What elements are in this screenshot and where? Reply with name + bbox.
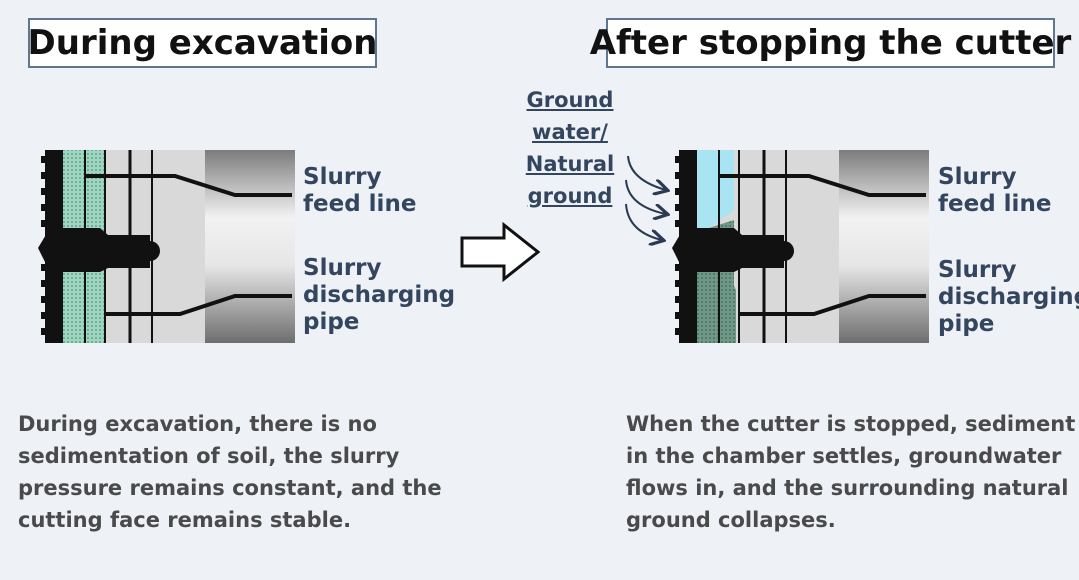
discharge-line xyxy=(105,294,292,316)
cutter-teeth xyxy=(41,156,46,335)
ground-water-label: Ground water/ Natural ground xyxy=(525,88,615,208)
diagram-after-stopping xyxy=(672,150,929,343)
title-after-stopping: After stopping the cutter xyxy=(590,18,1071,68)
cutter-head xyxy=(38,228,150,272)
right-description: When the cutter is stopped, sediment in … xyxy=(626,412,1076,532)
cutter-head xyxy=(672,228,784,272)
inflow-arrows-icon xyxy=(625,155,672,250)
left-discharge-label: Slurry discharging pipe xyxy=(303,255,456,335)
discharge-line xyxy=(739,294,926,316)
pipe-section xyxy=(205,150,295,343)
title-during-excavation: During excavation xyxy=(28,18,377,68)
left-description: During excavation, there is no sedimenta… xyxy=(18,412,442,532)
groundwater-fill xyxy=(697,150,734,228)
pipe-section xyxy=(839,150,929,343)
cutter-teeth xyxy=(675,156,680,335)
right-feed-label: Slurry feed line xyxy=(938,164,1052,217)
feed-line xyxy=(719,174,926,197)
right-discharge-label: Slurry discharging pipe xyxy=(938,257,1079,337)
diagram-during-excavation xyxy=(38,150,295,343)
feed-line xyxy=(85,174,292,197)
left-feed-label: Slurry feed line xyxy=(303,164,417,217)
transition-arrow-icon xyxy=(460,221,541,283)
